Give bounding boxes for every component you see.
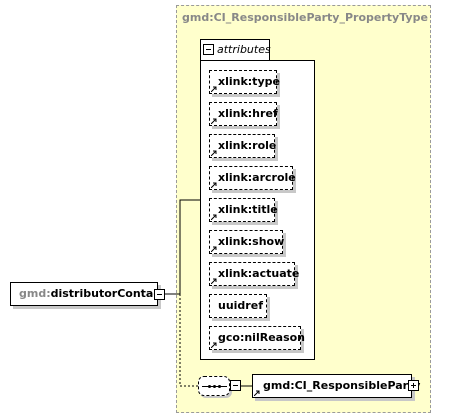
attribute-item[interactable]: xlink:href [209,102,278,126]
attribute-item[interactable]: uuidref [209,294,267,318]
attributes-group-tab [200,39,270,60]
attribute-label: xlink:show [218,235,285,248]
attribute-label: xlink:actuate [218,267,300,280]
root-element[interactable]: gmd:distributorContact [10,282,165,306]
collapse-icon[interactable] [203,44,214,55]
attribute-item[interactable]: gco:nilReason [209,326,305,350]
attribute-item[interactable]: xlink:title [209,198,278,222]
expand-icon[interactable] [408,380,419,391]
reference-arrow-icon [211,150,217,156]
collapse-icon[interactable] [154,289,165,300]
attribute-label: xlink:arcrole [218,171,296,184]
element-name: gmd:CI_ResponsibleParty [263,379,421,392]
child-element[interactable]: gmd:CI_ResponsibleParty [252,374,420,398]
attribute-item[interactable]: xlink:type [209,70,280,94]
reference-arrow-icon [211,182,217,188]
attribute-item[interactable]: xlink:role [209,134,277,158]
collapse-icon[interactable] [230,380,241,391]
element-name: distributorContact [50,287,166,300]
reference-arrow-icon [211,278,217,284]
attribute-label: xlink:title [218,203,278,216]
attribute-label: xlink:href [218,107,278,120]
element-prefix: gmd: [19,287,51,300]
attribute-label: xlink:type [218,75,280,88]
reference-arrow-icon [211,118,217,124]
sequence-compositor [198,376,230,396]
reference-arrow-icon [211,86,217,92]
complex-type-title: gmd:CI_ResponsibleParty_PropertyType [182,11,428,24]
attribute-label: xlink:role [218,139,277,152]
attributes-label: attributes [217,43,271,56]
reference-arrow-icon [211,214,217,220]
attribute-item[interactable]: xlink:show [209,230,285,254]
attribute-item[interactable]: xlink:actuate [209,262,299,286]
reference-arrow-icon [211,342,217,348]
reference-arrow-icon [254,390,260,396]
attribute-label: gco:nilReason [218,331,306,344]
attribute-item[interactable]: xlink:arcrole [209,166,296,190]
reference-arrow-icon [211,246,217,252]
attribute-label: uuidref [218,299,263,312]
